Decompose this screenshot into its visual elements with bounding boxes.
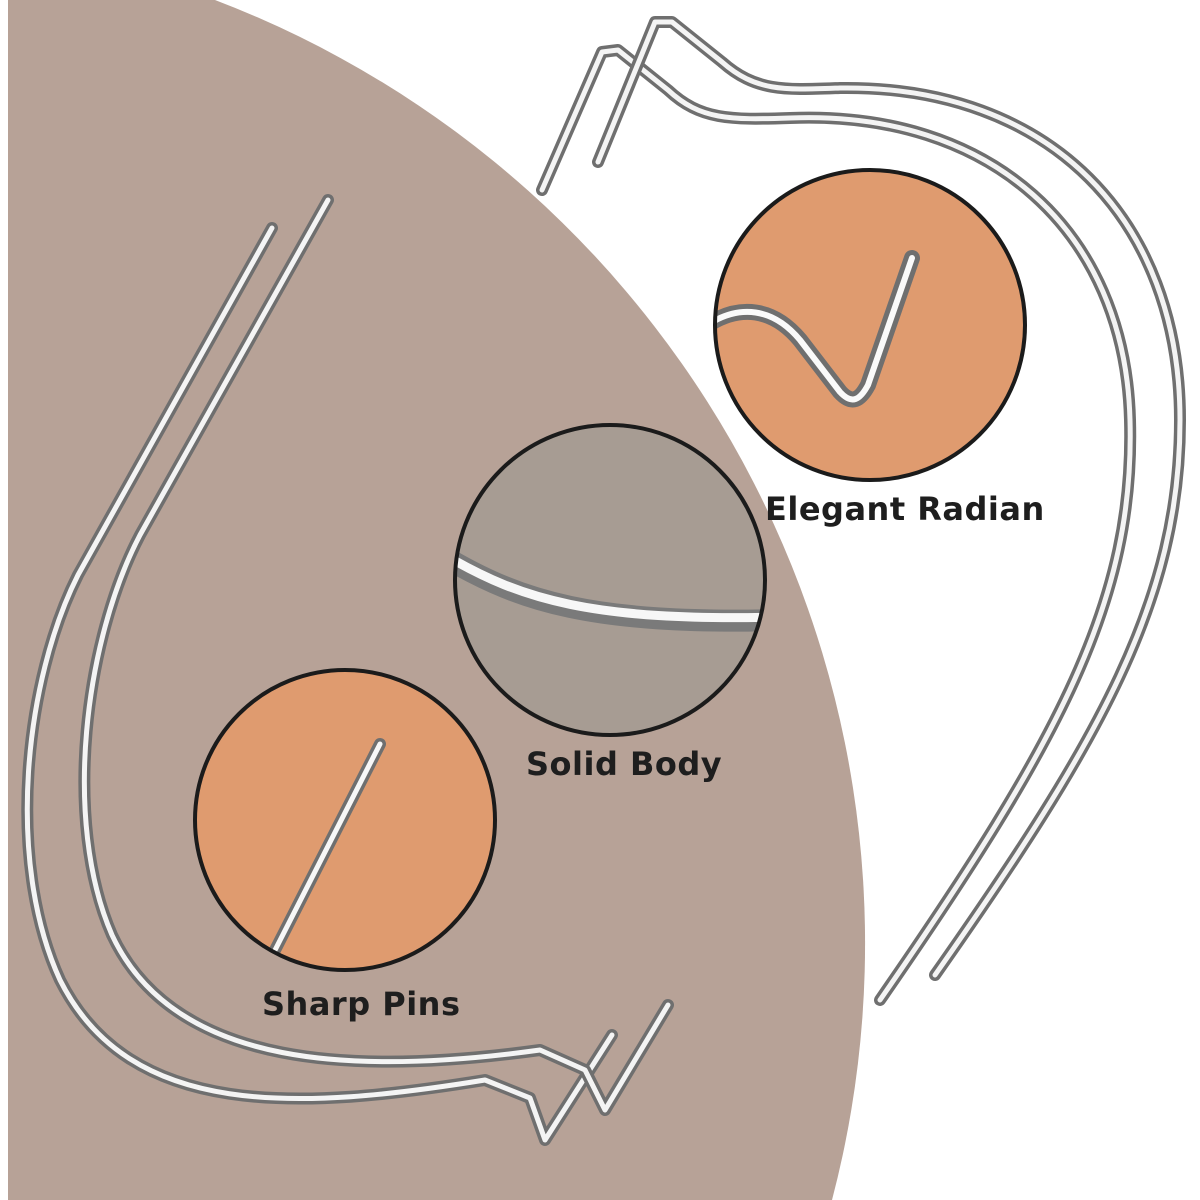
zoom-circle-tip [193,668,497,972]
callout-elegant-radian: Elegant Radian [765,490,1045,528]
curved-wire-pin-left-pair [21,194,674,1146]
zoom-circle-bend [713,168,1027,482]
zoom-circle-body [453,423,767,737]
callout-solid-body: Solid Body [526,745,723,783]
curved-wire-pin-right-pair [536,16,1186,1006]
callout-sharp-pins: Sharp Pins [262,985,461,1023]
